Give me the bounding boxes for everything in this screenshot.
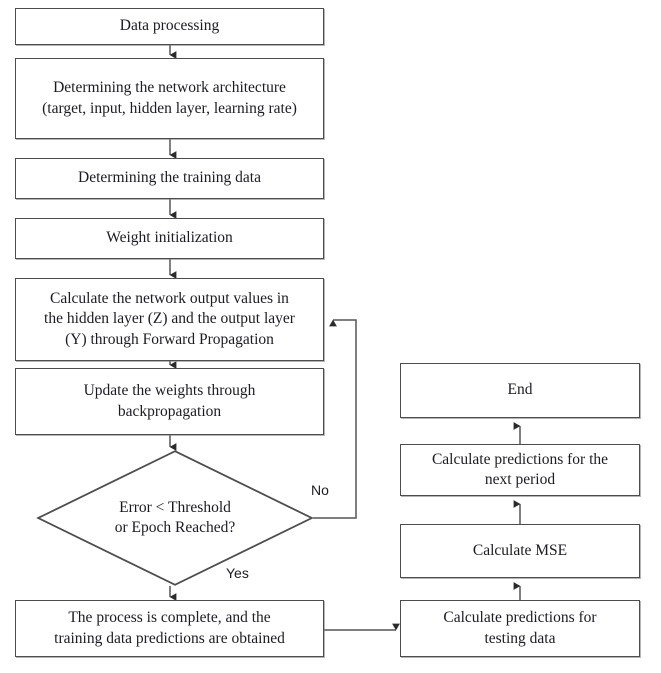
node-calculate-mse-label: Calculate MSE (472, 541, 568, 559)
node-data-processing-label: Data processing (119, 17, 220, 35)
edge-label-yes: Yes (226, 565, 249, 581)
diamond-shape (36, 450, 314, 586)
node-error-threshold-decision[interactable]: Error < Threshold or Epoch Reached? (36, 450, 314, 586)
node-predictions-next-period[interactable]: Calculate predictions for the next perio… (400, 444, 640, 496)
node-predictions-testing-data[interactable]: Calculate predictions for testing data (400, 600, 640, 657)
node-weight-initialization[interactable]: Weight initialization (15, 218, 324, 259)
node-end[interactable]: End (400, 363, 640, 418)
node-predictions-testing-data-label: Calculate predictions for testing data (443, 609, 597, 647)
node-data-processing[interactable]: Data processing (15, 8, 324, 45)
node-weight-initialization-label: Weight initialization (106, 229, 233, 247)
node-process-complete-label: The process is complete, and the trainin… (54, 609, 285, 647)
node-forward-propagation[interactable]: Calculate the network output values in t… (15, 278, 324, 361)
node-network-architecture[interactable]: Determining the network architecture (ta… (15, 58, 324, 139)
node-network-architecture-label: Determining the network architecture (ta… (42, 79, 297, 117)
node-training-data[interactable]: Determining the training data (15, 158, 324, 199)
node-predictions-next-period-label: Calculate predictions for the next perio… (431, 450, 609, 488)
node-end-label: End (507, 381, 533, 399)
node-process-complete[interactable]: The process is complete, and the trainin… (15, 600, 324, 657)
node-training-data-label: Determining the training data (78, 169, 261, 187)
node-forward-propagation-label: Calculate the network output values in t… (44, 289, 295, 348)
node-error-threshold-decision-label: Error < Threshold or Epoch Reached? (114, 498, 236, 536)
node-backpropagation-update[interactable]: Update the weights through backpropagati… (15, 368, 324, 435)
node-backpropagation-update-label: Update the weights through backpropagati… (83, 382, 256, 420)
edge-label-no: No (311, 482, 329, 498)
node-calculate-mse[interactable]: Calculate MSE (400, 524, 640, 578)
